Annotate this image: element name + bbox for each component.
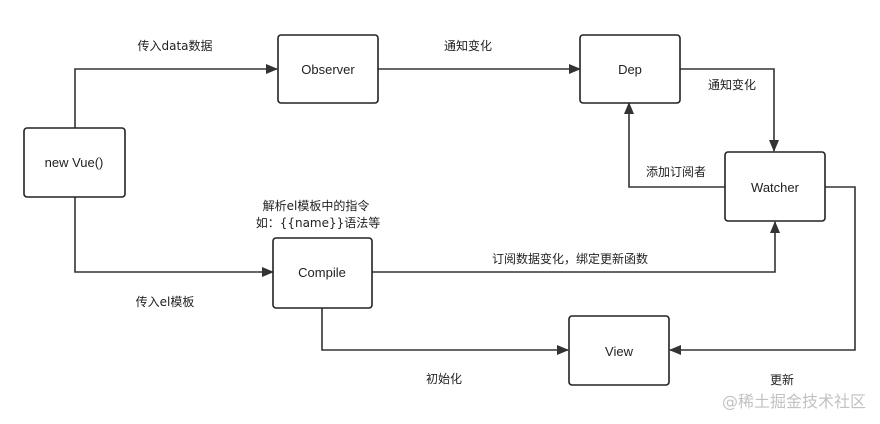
node-observer-label: Observer <box>301 62 355 77</box>
label-parse-directives-line1: 解析el模板中的指令 <box>263 198 370 213</box>
label-notify-change-dep: 通知变化 <box>708 77 756 92</box>
node-compile-label: Compile <box>298 265 346 280</box>
edge-watcher-to-dep <box>624 102 725 188</box>
edge-compile-to-watcher <box>372 221 780 273</box>
edge-vue-to-compile <box>74 197 274 277</box>
label-pass-data: 传入data数据 <box>137 38 212 53</box>
node-dep: Dep <box>579 34 681 104</box>
label-notify-change-observer: 通知变化 <box>444 38 492 53</box>
label-parse-directives-line2: 如：{{name}}语法等 <box>256 215 381 230</box>
node-watcher: Watcher <box>724 151 826 222</box>
node-dep-label: Dep <box>618 62 642 77</box>
node-view: View <box>568 315 670 386</box>
node-new-vue-label: new Vue() <box>45 155 104 170</box>
label-initialize: 初始化 <box>426 372 462 386</box>
label-update: 更新 <box>770 372 794 387</box>
edge-dep-to-watcher <box>680 68 779 152</box>
node-view-label: View <box>605 344 634 359</box>
watermark: @稀土掘金技术社区 <box>721 392 866 411</box>
node-observer: Observer <box>277 34 379 104</box>
edge-compile-to-view <box>321 308 569 355</box>
node-watcher-label: Watcher <box>751 180 800 195</box>
edge-watcher-to-view <box>669 186 856 355</box>
node-new-vue: new Vue() <box>23 127 126 198</box>
label-pass-el-template: 传入el模板 <box>136 294 195 309</box>
node-compile: Compile <box>272 237 373 309</box>
label-add-subscriber: 添加订阅者 <box>646 165 706 179</box>
edge-vue-to-observer <box>74 64 278 128</box>
label-subscribe-data-change: 订阅数据变化，绑定更新函数 <box>492 251 648 266</box>
